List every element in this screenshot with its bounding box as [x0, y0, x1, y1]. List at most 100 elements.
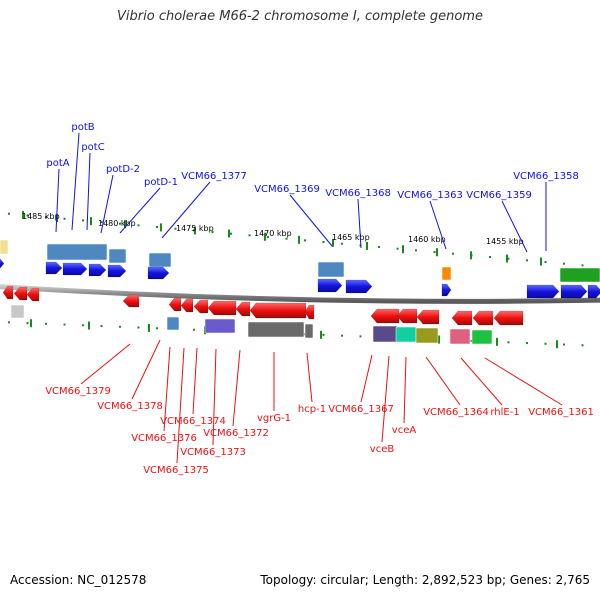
- tick-dot: [489, 256, 491, 259]
- major-tick: [470, 251, 472, 260]
- reverse-gene-label: vceB: [370, 444, 395, 455]
- scale-label: 1465 kbp: [332, 233, 370, 242]
- leader-line: [403, 356, 407, 424]
- forward-gene-label: VCM66_1377: [181, 171, 247, 182]
- annot-block-steelblue: [46, 243, 108, 261]
- reverse-gene-label: VCM66_1375: [143, 465, 209, 476]
- tick-dot: [322, 241, 325, 244]
- forward-gene-label: VCM66_1368: [325, 188, 391, 199]
- scale-label: 1475 kbp: [176, 224, 214, 233]
- major-tick: [402, 245, 404, 254]
- annot-block-orange: [441, 266, 452, 281]
- reverse-gene-arrow: [304, 304, 315, 320]
- annot-block-steelblue: [317, 261, 345, 278]
- major-tick: [228, 229, 230, 238]
- major-tick: [88, 321, 90, 330]
- major-tick: [148, 323, 150, 332]
- tick-dot: [563, 262, 565, 265]
- tick-dot: [378, 246, 380, 249]
- tick-dot: [82, 219, 84, 222]
- leader-line: [100, 174, 114, 234]
- leader-line: [161, 181, 211, 239]
- reverse-gene-arrow: [235, 301, 251, 317]
- major-tick: [438, 335, 440, 344]
- annot-block-multicolor: [372, 325, 398, 343]
- annot-block-yellow: [0, 239, 9, 255]
- leader-line: [484, 357, 563, 406]
- tick-dot: [322, 333, 325, 336]
- forward-gene-arrow: [147, 266, 170, 280]
- leader-line: [425, 356, 461, 406]
- major-tick: [160, 223, 162, 232]
- leader-line: [381, 355, 390, 443]
- leader-line: [80, 343, 131, 385]
- tick-dot: [137, 326, 140, 329]
- reverse-gene-label: VCM66_1379: [45, 386, 111, 397]
- map-title: Vibrio cholerae M66-2 chromosome I, comp…: [117, 9, 483, 24]
- leader-line: [360, 354, 373, 403]
- major-tick: [436, 248, 438, 257]
- annot-block-green: [471, 329, 493, 345]
- tick-dot: [82, 324, 84, 327]
- forward-gene-arrow: [526, 284, 560, 299]
- major-tick: [496, 337, 498, 346]
- reverse-gene-label: VCM66_1364: [423, 407, 489, 418]
- tick-dot: [63, 217, 66, 220]
- tick-dot: [26, 214, 29, 217]
- reverse-gene-arrow: [451, 310, 473, 326]
- tick-dot: [452, 252, 454, 255]
- tick-dot: [8, 212, 10, 215]
- reverse-gene-arrow: [396, 308, 418, 324]
- leader-line: [131, 339, 161, 400]
- leader-line: [163, 346, 171, 432]
- annot-block-teal: [395, 326, 417, 343]
- leader-line: [119, 187, 161, 234]
- annotation-blocks: [0, 239, 600, 345]
- annot-block-steelblue: [108, 248, 127, 264]
- reverse-gene-label: VCM66_1361: [528, 407, 594, 418]
- leader-line: [86, 152, 91, 231]
- tick-dot: [581, 264, 584, 267]
- reverse-gene-arrow: [122, 294, 140, 308]
- major-tick: [124, 220, 126, 229]
- tick-dot: [156, 226, 158, 229]
- leader-line: [306, 352, 313, 403]
- tick-dot: [507, 257, 510, 260]
- gene-labels: potApotBpotCpotD-2potD-1VCM66_1377VCM66_…: [45, 122, 594, 476]
- tick-dot: [433, 251, 436, 254]
- tick-dot: [581, 344, 584, 347]
- scale-label: 1485 kbp: [22, 212, 60, 221]
- reverse-gene-arrow: [180, 298, 194, 313]
- tick-dot: [26, 322, 29, 325]
- accession-text: Accession: NC_012578: [10, 573, 147, 587]
- reverse-gene-label: VCM66_1376: [131, 433, 197, 444]
- scale-label: 1455 kbp: [486, 237, 524, 246]
- annot-block-steelblue: [148, 252, 172, 268]
- tick-dot: [415, 249, 417, 252]
- major-tick: [90, 217, 92, 226]
- annot-block-steelblue: [166, 316, 180, 331]
- scale-label: 1480 kbp: [98, 219, 136, 228]
- forward-gene-label: potB: [71, 122, 94, 133]
- tick-dot: [544, 261, 547, 264]
- forward-gene-arrow: [560, 284, 588, 299]
- major-tick: [30, 319, 32, 328]
- tick-dot: [526, 259, 528, 262]
- tick-dot: [507, 341, 510, 344]
- leader-line: [71, 132, 80, 231]
- tick-dot: [100, 221, 103, 224]
- tick-dot: [563, 343, 565, 346]
- tick-dot: [341, 242, 343, 245]
- leader-line: [289, 194, 333, 247]
- tick-dot: [341, 334, 343, 337]
- leader-line: [357, 198, 362, 249]
- annot-block-darkgray: [247, 321, 305, 338]
- forward-gene-arrow: [45, 261, 63, 275]
- reverse-gene-arrow: [193, 299, 209, 314]
- major-tick: [194, 226, 196, 235]
- forward-gene-label: VCM66_1358: [513, 171, 579, 182]
- chromosome-backbone: [0, 284, 600, 304]
- reverse-gene-label: vgrG-1: [257, 413, 291, 424]
- label-leader-lines: [55, 132, 563, 464]
